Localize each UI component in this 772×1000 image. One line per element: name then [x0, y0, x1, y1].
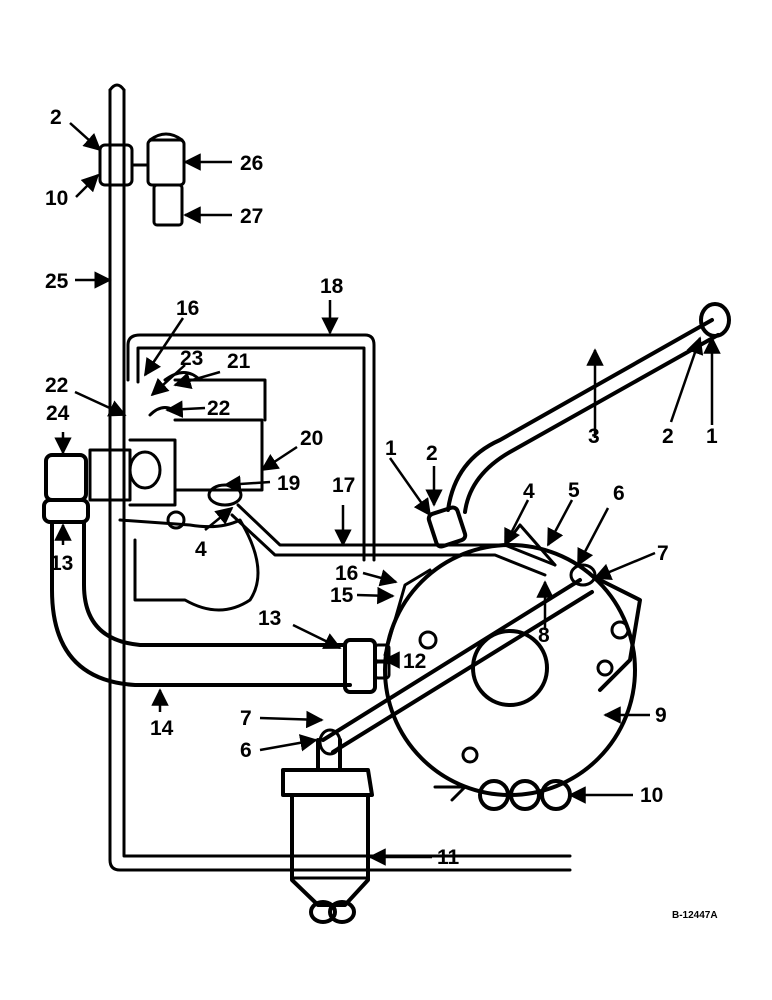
- callout-10b: 10: [640, 784, 663, 807]
- callout-4: 4: [195, 538, 207, 561]
- callout-6b: 6: [240, 739, 252, 762]
- overflow-line: [426, 302, 731, 549]
- callout-1b: 1: [706, 425, 718, 448]
- callout-19: 19: [277, 472, 300, 495]
- sediment-bowl: [281, 738, 374, 924]
- callout-15: 15: [330, 584, 354, 607]
- callout-10: 10: [45, 187, 68, 210]
- callout-11: 11: [437, 846, 460, 869]
- leader-lines: [54, 122, 721, 866]
- inlet-elbow: [42, 453, 90, 524]
- callout-labels: 2 10 25 26 27 16 18 23 21 22 22 24 20 19…: [45, 106, 718, 869]
- callout-18: 18: [320, 275, 344, 298]
- callout-4b: 4: [523, 480, 535, 503]
- callout-1: 1: [385, 437, 397, 460]
- callout-9: 9: [655, 704, 667, 727]
- drawing-code: B-12447A: [672, 910, 718, 921]
- callout-6: 6: [613, 482, 625, 505]
- callout-21: 21: [227, 350, 251, 373]
- callout-22b: 22: [207, 397, 230, 420]
- callout-2: 2: [50, 106, 62, 129]
- callout-13: 13: [50, 552, 73, 575]
- callout-16: 16: [176, 297, 199, 320]
- callout-2b: 2: [426, 442, 438, 465]
- callout-7b: 7: [240, 707, 252, 730]
- callout-12: 12: [403, 650, 426, 673]
- injection-pump: [88, 371, 267, 612]
- callout-16b: 16: [335, 562, 358, 585]
- return-pipe: [50, 520, 377, 694]
- callout-5: 5: [568, 479, 580, 502]
- callout-23: 23: [180, 347, 203, 370]
- callout-27: 27: [240, 205, 263, 228]
- callout-7: 7: [657, 542, 669, 565]
- callout-26: 26: [240, 152, 263, 175]
- bleed-line: [318, 563, 597, 756]
- callout-14: 14: [150, 717, 174, 740]
- callout-3: 3: [588, 425, 600, 448]
- callout-25: 25: [45, 270, 69, 293]
- callout-24: 24: [46, 402, 70, 425]
- bottom-bolts: [433, 779, 572, 811]
- return-line: [126, 333, 376, 562]
- tee-fitting: [98, 132, 186, 227]
- callout-8: 8: [538, 624, 550, 647]
- callout-13b: 13: [258, 607, 281, 630]
- callout-17: 17: [332, 474, 355, 497]
- callout-22: 22: [45, 374, 68, 397]
- callout-2c: 2: [662, 425, 674, 448]
- callout-20: 20: [300, 427, 323, 450]
